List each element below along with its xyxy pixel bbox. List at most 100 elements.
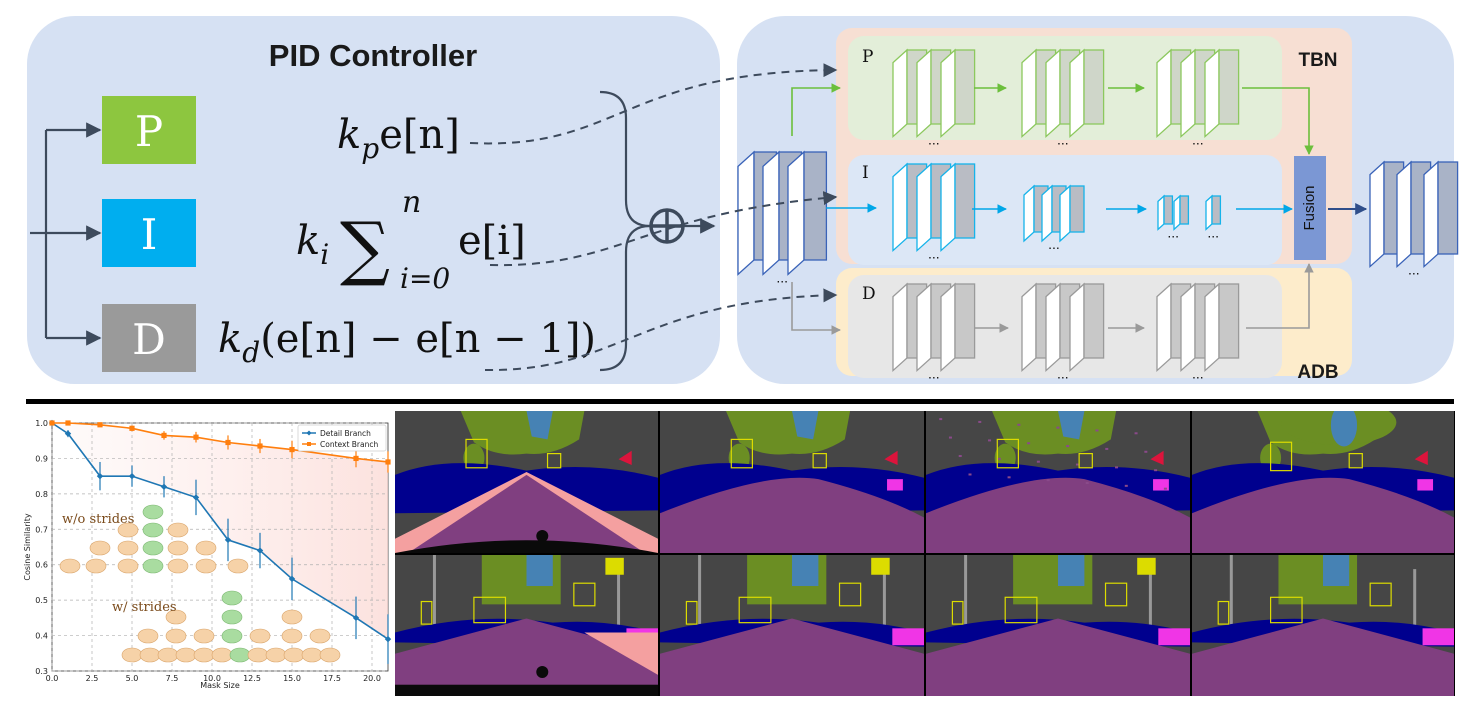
legend-label: Detail Branch (320, 429, 371, 438)
highlight-box (573, 582, 596, 607)
series-context (49, 420, 391, 473)
ellipsis-label: ... (1207, 224, 1219, 240)
y-tick-label: 0.3 (35, 667, 48, 676)
d-stack-3: ... (1156, 282, 1240, 382)
data-point (128, 472, 136, 480)
tree-node (89, 540, 111, 556)
data-point (352, 614, 360, 622)
tree-node (227, 558, 249, 574)
highlight-box (838, 582, 862, 607)
segmentation-tile (660, 411, 924, 553)
y-tick-label: 0.4 (35, 632, 48, 641)
tree-node (142, 504, 164, 520)
tree-node (309, 628, 331, 644)
highlight-box (1104, 582, 1128, 607)
data-point (65, 420, 71, 426)
p-stack-1: ... (892, 48, 976, 148)
tree-node (167, 558, 189, 574)
y-tick-label: 0.5 (35, 596, 48, 605)
tree-node (121, 647, 143, 663)
fusion-label: Fusion (1301, 185, 1318, 230)
d-stack-1: ... (892, 282, 976, 382)
d-branch-label: D (862, 284, 876, 304)
tree-node (249, 628, 271, 644)
x-tick-label: 15.0 (283, 674, 301, 683)
y-tick-label: 0.6 (35, 561, 48, 570)
y-tick-label: 0.7 (35, 525, 48, 534)
ellipsis-label: ... (928, 246, 940, 262)
d-block: D (102, 304, 196, 372)
highlight-box (1269, 441, 1293, 472)
x-axis-label: Mask Size (200, 681, 240, 690)
data-point (384, 635, 392, 643)
x-tick-label: 10.0 (203, 674, 221, 683)
tree-node (165, 609, 187, 625)
svg-text:ki: ki (296, 218, 329, 271)
tree-node (247, 647, 269, 663)
y-axis-label: Cosine Similarity (23, 513, 32, 580)
tree-node (85, 558, 107, 574)
input-branch-arrows (30, 122, 102, 346)
tree-node (221, 590, 243, 606)
tree-node (157, 647, 179, 663)
tree-node (142, 558, 164, 574)
segmentation-tile (395, 411, 658, 553)
ellipsis-label: ... (776, 269, 788, 285)
tree-node (221, 609, 243, 625)
summation-lower: i=0 (400, 262, 450, 295)
x-tick-label: 2.5 (86, 674, 99, 683)
tree-node (142, 540, 164, 556)
data-point (49, 420, 55, 426)
tree-node (193, 647, 215, 663)
tree-node (167, 522, 189, 538)
tree-node (165, 628, 187, 644)
x-tick-label: 5.0 (126, 674, 139, 683)
chart-inset-diagram (59, 504, 341, 663)
x-tick-label: 0.0 (46, 674, 59, 683)
highlight-box (1217, 600, 1230, 625)
data-point (257, 443, 263, 449)
ellipsis-label: ... (1057, 366, 1069, 382)
formula-i-rest: e[i] (458, 218, 526, 264)
tree-node (221, 628, 243, 644)
highlight-box (546, 453, 562, 469)
x-tick-label: 20.0 (363, 674, 381, 683)
output-feature-stack: ... (1369, 160, 1459, 278)
section-divider (26, 399, 1454, 404)
fusion-block: Fusion (1294, 156, 1326, 260)
tree-node (281, 609, 303, 625)
d-stack-2: ... (1021, 282, 1105, 382)
tree-node (211, 647, 233, 663)
tree-node (265, 647, 287, 663)
data-point (193, 434, 199, 440)
inset-label-without-strides: w/o strides (62, 512, 134, 527)
i-branch-label: I (862, 163, 869, 183)
dashed-connectors (469, 63, 838, 372)
highlight-box (420, 600, 433, 625)
i-stack-2: ... (1023, 184, 1085, 252)
highlight-box (685, 600, 698, 625)
tree-node (195, 558, 217, 574)
tree-node (175, 647, 197, 663)
tree-node (193, 628, 215, 644)
summation-upper: n (402, 185, 421, 220)
ellipsis-label: ... (1048, 236, 1060, 252)
ellipsis-label: ... (1057, 132, 1069, 148)
feature-map-stacks: .................................... (737, 48, 1459, 382)
tree-node (137, 628, 159, 644)
tree-node (59, 558, 81, 574)
ellipsis-label: ... (1167, 224, 1179, 240)
segmentation-tile (660, 555, 924, 696)
tree-node (229, 647, 251, 663)
y-tick-label: 0.8 (35, 490, 48, 499)
formula-d: kd(e[n] − e[n − 1]) (218, 316, 596, 369)
p-branch-label: P (862, 47, 873, 67)
ellipsis-label: ... (928, 366, 940, 382)
p-stack-3: ... (1156, 48, 1240, 148)
summation-symbol: ∑ (340, 207, 390, 289)
i-block-label: I (141, 210, 158, 259)
i-stack-1: ... (892, 162, 976, 262)
i-block: I (102, 199, 196, 267)
